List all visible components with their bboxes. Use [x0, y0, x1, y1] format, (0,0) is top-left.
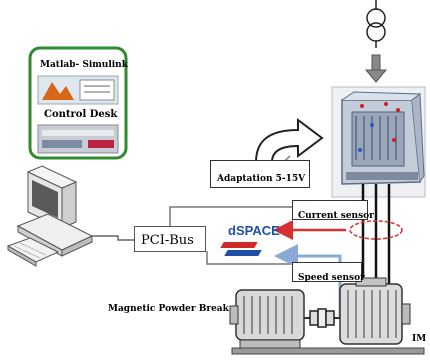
dspace-wordmark: dSPACE	[228, 223, 280, 238]
adaptation-label: Adaptation 5-15V	[217, 174, 306, 184]
supply-arrow-icon	[364, 54, 388, 83]
induction-motor-icon	[339, 277, 411, 345]
matlab-simulink-label: Matlab- Simulink	[40, 60, 128, 70]
current-sensor-box: Current sensor	[292, 200, 374, 221]
dspace-mark-icon-2	[224, 250, 262, 256]
pci-bus-label: PCI-Bus	[141, 233, 194, 248]
base-plate	[231, 347, 425, 355]
software-panel	[28, 46, 128, 160]
power-cables	[361, 184, 391, 284]
coupling-icon	[304, 308, 340, 328]
current-sensor-ring	[349, 220, 403, 240]
magnetic-powder-break-label: Magnetic Powder Break	[108, 304, 229, 314]
speed-sensor-box: Speed sensor	[292, 262, 365, 283]
pc-cable	[92, 235, 134, 241]
adaptation-box: Adaptation 5-15V	[210, 160, 310, 188]
current-sensor-label: Current sensor	[298, 211, 374, 221]
inverter-cabinet-icon	[331, 86, 426, 198]
control-desk-label: Control Desk	[44, 109, 118, 120]
speed-sensor-label: Speed sensor	[298, 273, 365, 283]
dspace-mark-icon	[220, 242, 258, 248]
computer-icon	[6, 165, 94, 267]
adaptation-arrow-icon	[254, 118, 324, 163]
powder-brake-icon	[229, 289, 305, 349]
pci-bus-box: PCI-Bus	[134, 226, 206, 252]
dspace-logo: dSPACE	[218, 222, 280, 262]
transformer-icon	[366, 0, 386, 48]
im-label: IM	[412, 334, 427, 344]
